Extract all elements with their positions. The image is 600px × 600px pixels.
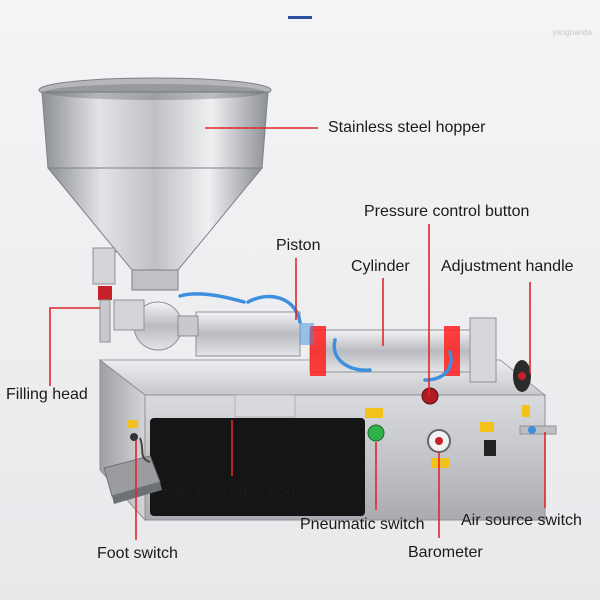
cylinder-assembly: [133, 301, 497, 383]
foot-switch-unit: [103, 437, 162, 504]
warning-sticker-4: [128, 420, 138, 428]
hopper: [38, 77, 272, 291]
label-pneumatic-switch: Pneumatic switch: [300, 516, 425, 533]
nameplate: [234, 394, 296, 418]
warning-sticker: [365, 408, 383, 418]
filling-head: [92, 247, 145, 343]
label-hopper: Stainless steel hopper: [328, 119, 486, 136]
warning-sticker-2: [431, 458, 449, 468]
label-body: Stainless steel body: [161, 483, 304, 500]
top-accent-bar: [288, 16, 312, 19]
leader-filling-head: [49, 307, 100, 386]
leader-lines: [49, 127, 546, 540]
label-foot-switch: Foot switch: [97, 545, 178, 562]
label-piston: Piston: [276, 237, 321, 254]
label-barometer: Barometer: [408, 544, 483, 561]
front-controls: [130, 360, 557, 453]
warning-sticker-3: [480, 422, 494, 432]
label-pressure-button: Pressure control button: [364, 203, 530, 220]
body-window: [150, 418, 365, 516]
label-air-source-switch: Air source switch: [461, 512, 582, 529]
label-filling-head: Filling head: [6, 386, 88, 403]
socket: [484, 440, 496, 456]
label-adjustment-handle: Adjustment handle: [441, 258, 574, 275]
label-cylinder: Cylinder: [351, 258, 410, 275]
watermark: yangnanda: [552, 28, 592, 37]
